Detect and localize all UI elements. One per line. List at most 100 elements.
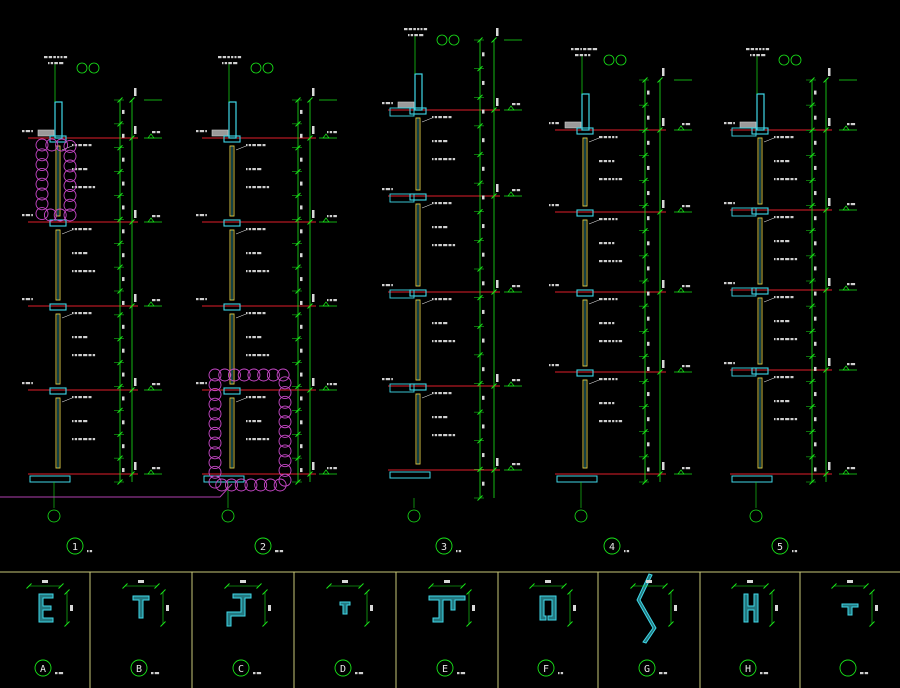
- level-value: [847, 363, 856, 366]
- annotation-glyph: [733, 282, 735, 285]
- annotation-glyph: [599, 378, 603, 381]
- dimension-text: [70, 605, 73, 611]
- annotation-glyph: [512, 379, 516, 382]
- dimension-tick: [491, 467, 497, 473]
- dimension-text: [662, 462, 665, 470]
- dimension-text: [482, 453, 485, 458]
- section-note: [774, 418, 798, 421]
- annotation-glyph: [257, 312, 262, 315]
- annotation-glyph: [624, 550, 626, 553]
- level-value: [682, 365, 691, 368]
- level-triangle: [677, 125, 685, 131]
- annotation-glyph: [612, 136, 615, 139]
- dimension-tick: [662, 583, 668, 589]
- section-note: [72, 270, 96, 273]
- annotation-glyph: [391, 378, 393, 381]
- note-leader: [421, 393, 433, 399]
- annotation-glyph: [78, 144, 82, 147]
- footing: [556, 475, 598, 483]
- annotation-glyph: [48, 56, 53, 59]
- cloud-arc: [276, 368, 290, 382]
- annotation-glyph: [25, 214, 31, 217]
- annotation-glyph: [612, 160, 615, 163]
- annotation-glyph: [224, 62, 228, 65]
- annotation-glyph: [761, 54, 766, 57]
- annotation-glyph: [59, 62, 64, 65]
- annotation-glyph: [458, 550, 462, 553]
- annotation-glyph: [89, 550, 93, 553]
- annotation-glyph: [762, 48, 765, 51]
- dimension-text: [482, 309, 485, 314]
- dimension-text: [662, 360, 665, 368]
- annotation-glyph: [83, 270, 88, 273]
- floor-slab: [49, 303, 67, 311]
- annotation-glyph: [579, 54, 584, 57]
- section-note: [72, 336, 88, 339]
- slab-edge: [389, 289, 415, 299]
- dimension-text: [122, 229, 125, 234]
- annotation-glyph: [385, 284, 391, 287]
- dimension-text: [134, 378, 137, 386]
- dimension-text: [647, 442, 650, 447]
- annotation-glyph: [724, 362, 727, 365]
- slab-edge: [389, 193, 415, 203]
- dimension-text: [300, 396, 303, 401]
- section-note: [599, 298, 618, 301]
- annotation-glyph: [603, 242, 608, 245]
- annotation-glyph: [774, 320, 776, 323]
- annotation-glyph: [257, 228, 262, 231]
- detail-callout: [262, 62, 274, 74]
- annotation-glyph: [246, 354, 248, 357]
- scale-note: [624, 550, 630, 553]
- annotation-glyph: [555, 364, 559, 367]
- annotation-glyph: [551, 284, 555, 287]
- note-leader: [588, 137, 600, 143]
- annotation-glyph: [790, 136, 794, 139]
- dimension-tick: [731, 583, 737, 589]
- dimension-text: [875, 605, 878, 611]
- annotation-glyph: [83, 396, 88, 399]
- level-note: [22, 298, 33, 301]
- annotation-glyph: [443, 434, 448, 437]
- dimension-text: [647, 165, 650, 170]
- dimension-text: [482, 395, 485, 400]
- annotation-glyph: [603, 340, 608, 343]
- dimension-text: [300, 444, 303, 449]
- dimension-text: [573, 605, 576, 611]
- dimension-text: [134, 210, 137, 218]
- annotation-glyph: [549, 364, 551, 367]
- annotation-glyph: [615, 340, 618, 343]
- dimension-text: [814, 165, 817, 170]
- dimension-text: [747, 580, 753, 583]
- annotation-glyph: [864, 672, 869, 675]
- dimension-text: [300, 324, 303, 329]
- annotation-glyph: [785, 258, 790, 261]
- annotation-glyph: [733, 362, 735, 365]
- dimension-tick: [657, 289, 663, 295]
- section-note: [774, 320, 790, 323]
- floor-slab: [576, 289, 594, 297]
- parapet: [414, 73, 423, 111]
- annotation-glyph: [327, 215, 329, 218]
- annotation-glyph: [785, 338, 790, 341]
- dimension-tick: [763, 583, 769, 589]
- dimension-text: [122, 396, 125, 401]
- dimension-tick: [358, 583, 364, 589]
- annotation-glyph: [685, 467, 691, 470]
- annotation-glyph: [603, 402, 608, 405]
- annotation-glyph: [74, 228, 78, 231]
- annotation-glyph: [794, 178, 798, 181]
- annotation-glyph: [448, 116, 452, 119]
- dimension-text: [122, 157, 125, 162]
- level-value: [512, 285, 521, 288]
- dimension-tick: [460, 583, 466, 589]
- level-value: [682, 205, 691, 208]
- dimension-text: [647, 115, 650, 120]
- annotation-glyph: [434, 202, 438, 205]
- annotation-glyph: [78, 312, 82, 315]
- dimension-text: [300, 348, 303, 353]
- annotation-glyph: [765, 48, 770, 51]
- detail-bubble: [839, 659, 857, 677]
- annotation-glyph: [794, 418, 798, 421]
- footing: [389, 471, 431, 479]
